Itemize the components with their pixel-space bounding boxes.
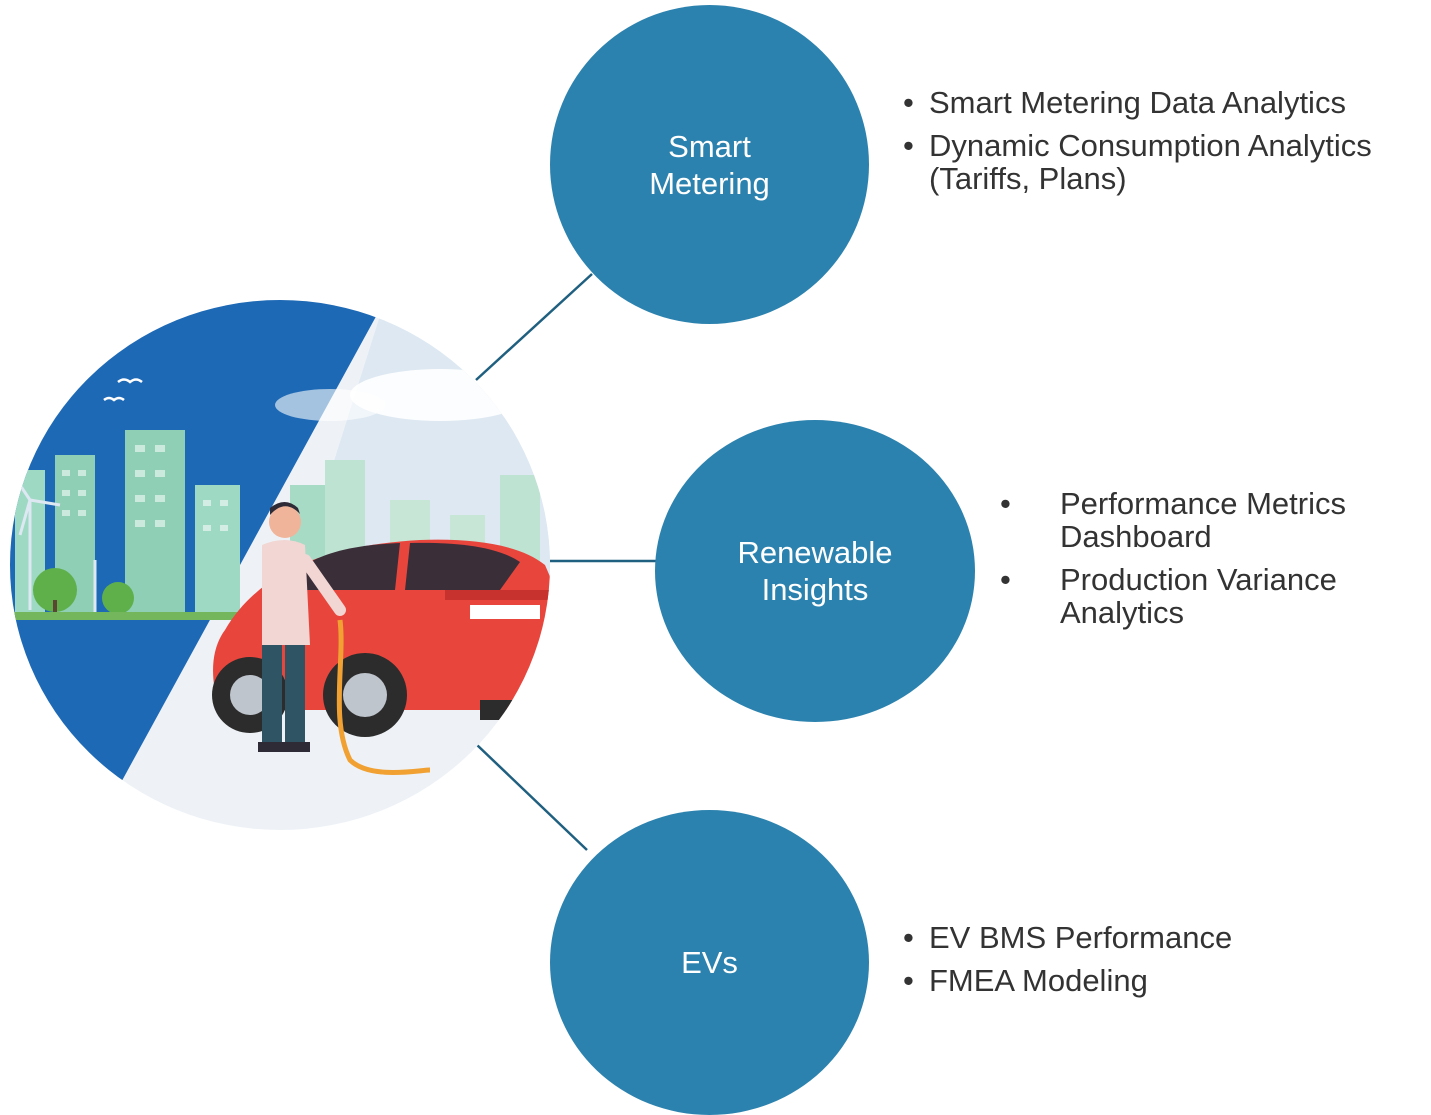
trees: [33, 568, 134, 618]
sky-panel: [10, 300, 385, 830]
grass: [10, 612, 240, 620]
bullet-item: EV BMS Performance: [903, 921, 1423, 954]
node-label-line: EVs: [681, 945, 738, 980]
connector-smart-metering: [475, 273, 593, 381]
bird-icon: [117, 378, 143, 384]
smart-metering-bullets: Smart Metering Data Analytics Dynamic Co…: [903, 86, 1423, 205]
charging-cable: [336, 619, 431, 775]
bullet-item: Smart Metering Data Analytics: [903, 86, 1423, 119]
evs-bullets: EV BMS Performance FMEA Modeling: [903, 921, 1423, 1007]
bird-icon: [103, 396, 125, 402]
node-smart-metering: Smart Metering: [550, 5, 869, 324]
node-label-line: Insights: [761, 572, 869, 607]
node-label-line: Renewable: [737, 535, 893, 570]
node-label-line: Metering: [649, 165, 770, 201]
bullet-item: FMEA Modeling: [903, 964, 1423, 997]
person-icon: [258, 502, 346, 752]
node-evs: EVs: [550, 810, 869, 1115]
bullet-item: Production Variance Analytics: [982, 563, 1427, 629]
node-label-line: Smart: [668, 128, 751, 164]
node-renewable-insights: Renewable Insights: [655, 420, 975, 722]
cloud: [275, 389, 385, 421]
bullet-item: Performance Metrics Dashboard: [982, 487, 1427, 553]
connector-evs: [475, 743, 588, 851]
ev-charging-illustration: [10, 300, 550, 830]
renewable-insights-bullets: Performance Metrics Dashboard Production…: [982, 487, 1427, 639]
bullet-item: Dynamic Consumption Analytics (Tariffs, …: [903, 129, 1423, 195]
